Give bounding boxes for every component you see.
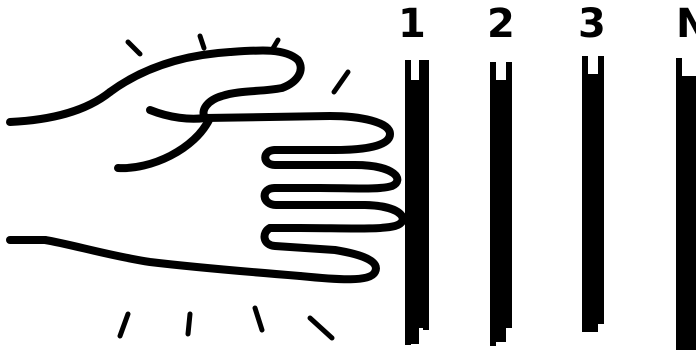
finger-3 [265,188,403,229]
motion-mark [255,308,262,330]
hand-lower-edge [45,240,300,276]
motion-mark [200,36,204,48]
finger-2 [265,150,397,189]
bar-2 [490,62,512,346]
bar-3 [582,56,604,332]
motion-mark [128,42,140,54]
bar-label-2: 2 [487,2,515,46]
bar-label-3: 3 [578,2,606,46]
palm-to-finger [118,118,210,168]
bar-n [676,58,696,350]
finger-1 [205,116,390,150]
bar-label-n: N [676,2,696,46]
bar-label-1: 1 [398,2,426,46]
motion-mark [120,314,128,336]
hand-back [110,50,301,118]
motion-mark [188,314,190,334]
wrist-upper-edge [10,92,110,122]
motion-mark [310,318,332,338]
motion-mark [334,72,348,92]
thumb-crease [150,110,205,119]
bar-1 [405,60,429,345]
